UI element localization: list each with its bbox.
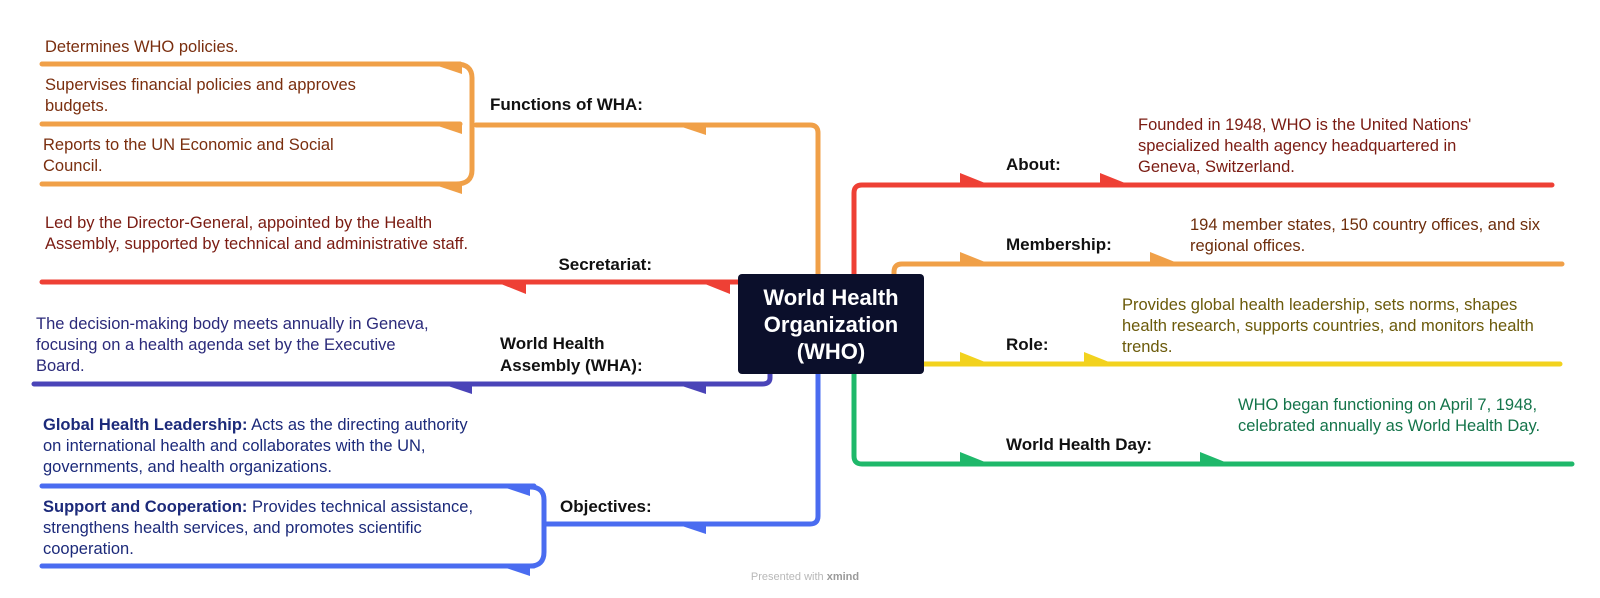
about-text: Founded in 1948, WHO is the United Natio… bbox=[1138, 116, 1472, 176]
objective-1-title: Global Health Leadership: bbox=[43, 416, 248, 434]
objectives-bracket bbox=[527, 484, 547, 569]
role-label[interactable]: Role: bbox=[1006, 335, 1049, 354]
objective-1-text: Acts as the directing authority on inter… bbox=[43, 416, 468, 476]
functions-wha-branch bbox=[473, 122, 821, 279]
membership-label[interactable]: Membership: bbox=[1006, 235, 1112, 254]
role-text: Provides global health leadership, sets … bbox=[1122, 296, 1534, 356]
objective-item-2: Support and Cooperation: Provides techni… bbox=[43, 497, 488, 560]
about-label[interactable]: About: bbox=[1006, 155, 1061, 174]
footer-credit: Presented with xmind bbox=[740, 571, 870, 583]
functions-wha-item-3: Reports to the UN Economic and Social Co… bbox=[43, 136, 334, 175]
whd-label[interactable]: World Health Day: bbox=[1006, 435, 1153, 454]
objective-item-1: Global Health Leadership: Acts as the di… bbox=[43, 415, 488, 478]
functions-wha-item-2: Supervises financial policies and approv… bbox=[45, 76, 356, 115]
membership-branch bbox=[891, 261, 1565, 279]
secretariat-label[interactable]: Secretariat: bbox=[558, 255, 652, 274]
objective-2-title: Support and Cooperation: bbox=[43, 498, 248, 516]
functions-wha-item-1: Determines WHO policies. bbox=[45, 38, 239, 56]
whd-branch bbox=[851, 371, 1575, 467]
footer-prefix: Presented with bbox=[750, 571, 824, 583]
functions-wha-label[interactable]: Functions of WHA: bbox=[490, 95, 643, 114]
secretariat-text: Led by the Director-General, appointed b… bbox=[45, 214, 469, 253]
whd-text: WHO began functioning on April 7, 1948, … bbox=[1238, 396, 1541, 435]
wha-label[interactable]: World Health Assembly (WHA): bbox=[500, 334, 643, 375]
objectives-label[interactable]: Objectives: bbox=[560, 497, 652, 516]
objective-2-text: Provides technical assistance, strengthe… bbox=[43, 498, 474, 558]
membership-text: 194 member states, 150 country offices, … bbox=[1190, 216, 1541, 255]
wha-text: The decision-making body meets annually … bbox=[36, 315, 429, 375]
objectives-branch bbox=[541, 371, 821, 527]
central-topic[interactable]: World Health Organization (WHO) bbox=[738, 274, 924, 374]
about-branch bbox=[851, 182, 1555, 279]
central-topic-title: World Health Organization (WHO) bbox=[763, 284, 899, 364]
functions-wha-bracket bbox=[453, 61, 475, 187]
wha-branch bbox=[31, 369, 773, 387]
footer-brand: xmind bbox=[826, 571, 860, 583]
